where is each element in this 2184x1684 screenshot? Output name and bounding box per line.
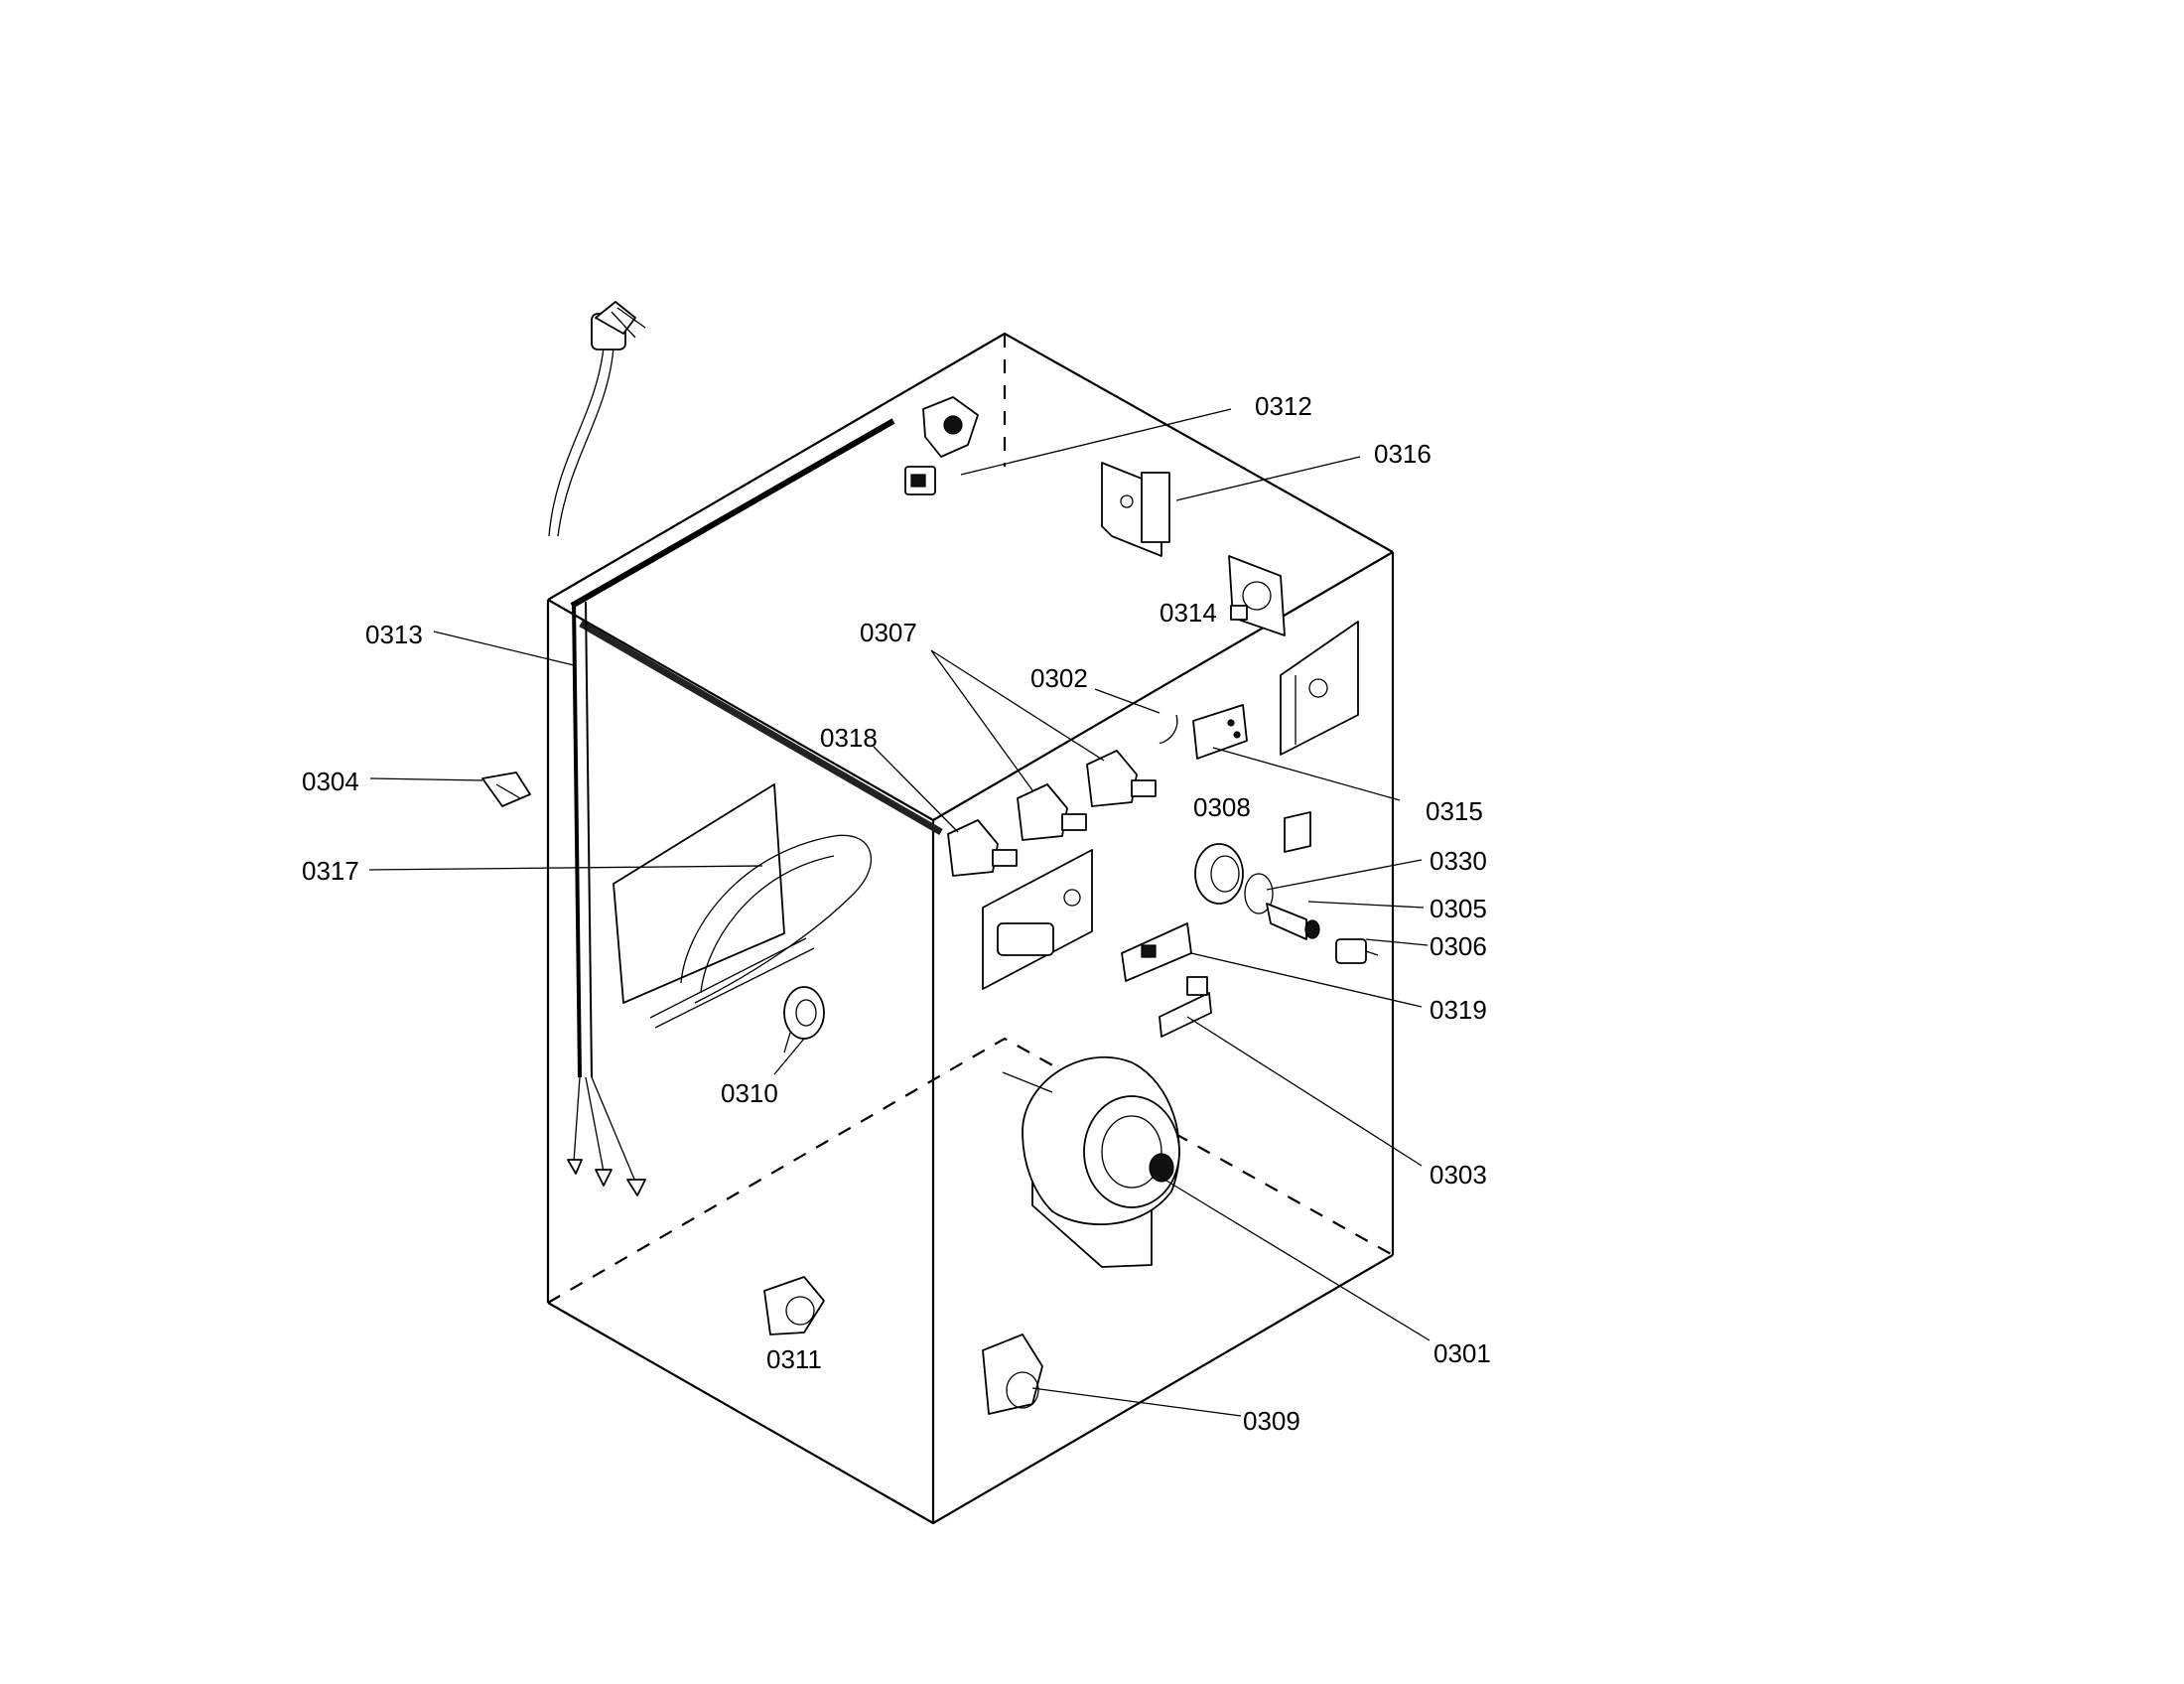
part-0306-socket (1335, 938, 1379, 964)
part-0307-switch-b (1017, 783, 1087, 841)
callout-0310: 0310 (721, 1078, 778, 1108)
part-0319-switch (1121, 922, 1192, 982)
callout-0307: 0307 (860, 618, 917, 647)
callout-0311: 0311 (766, 1344, 822, 1374)
callout-0317: 0317 (302, 856, 359, 886)
callout-0319: 0319 (1430, 995, 1487, 1025)
part-0301-motor (1002, 1056, 1180, 1268)
callout-0308: 0308 (1193, 792, 1251, 822)
callout-0301: 0301 (1433, 1338, 1491, 1368)
front-panel-plate (982, 849, 1093, 990)
part-0330-ring (1244, 873, 1274, 914)
callout-0330: 0330 (1430, 846, 1487, 876)
part-0316-bracket (1101, 462, 1170, 557)
leader-lines (368, 408, 1431, 1417)
callout-0314: 0314 (1160, 598, 1217, 628)
callout-0304: 0304 (302, 767, 359, 796)
part-0312-connectors (904, 396, 979, 495)
callout-0303: 0303 (1430, 1160, 1487, 1190)
callout-0315: 0315 (1426, 796, 1483, 826)
callout-0302: 0302 (1030, 663, 1088, 693)
part-0302-wire (1159, 714, 1178, 744)
part-0317-heater (613, 783, 872, 1029)
power-cord (548, 301, 646, 537)
callout-0318: 0318 (820, 723, 878, 753)
part-0315-board (1192, 704, 1248, 760)
part-0304-clip (481, 772, 531, 807)
callout-labels: 0312 0316 0314 0313 0307 0302 0318 0304 … (302, 391, 1491, 1436)
small-tag (1284, 811, 1311, 853)
part-0305-lamp (1266, 903, 1320, 940)
callout-0313: 0313 (365, 620, 423, 649)
callout-0305: 0305 (1430, 894, 1487, 923)
part-0303-bracket (1159, 976, 1212, 1038)
control-panel-plate (1280, 621, 1359, 756)
part-0309-switch (982, 1333, 1043, 1415)
part-0318-switch (947, 819, 1018, 877)
callout-0312: 0312 (1255, 391, 1312, 421)
callout-0309: 0309 (1243, 1406, 1300, 1436)
callout-0306: 0306 (1430, 931, 1487, 961)
part-0308-bezel (1194, 843, 1244, 905)
part-0311-sensor (763, 1276, 825, 1335)
part-0310-thermostat (783, 986, 825, 1053)
part-0307-switch-a (1086, 750, 1157, 807)
part-0314-timer (1228, 555, 1286, 636)
callout-0316: 0316 (1374, 439, 1432, 469)
wiring-harness (567, 418, 943, 1196)
